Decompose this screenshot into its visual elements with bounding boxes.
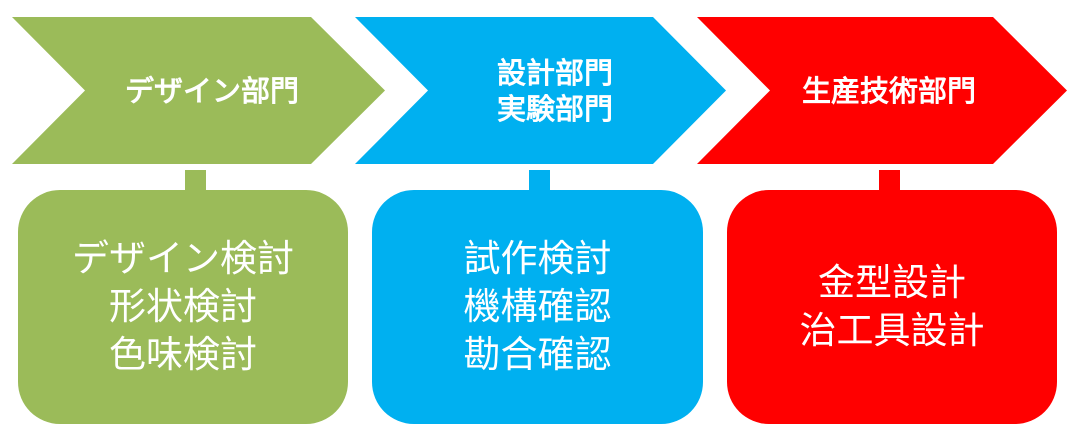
engineering-department-chevron: 設計部門 実験部門 <box>355 17 726 164</box>
connector <box>185 170 206 190</box>
engineering-department-label: 設計部門 実験部門 <box>425 17 685 164</box>
connector <box>879 170 900 190</box>
production-engineering-label: 生産技術部門 <box>759 17 1019 164</box>
design-tasks-box: デザイン検討 形状検討 色味検討 <box>18 190 348 424</box>
task-item: 治工具設計 <box>799 309 985 352</box>
task-item: 勘合確認 <box>463 333 612 376</box>
header-line: 設計部門 <box>496 55 613 90</box>
task-item: 機構確認 <box>463 285 612 328</box>
header-line: デザイン部門 <box>124 73 299 108</box>
task-item: 色味検討 <box>109 333 257 376</box>
design-department-label: デザイン部門 <box>82 17 342 164</box>
header-line: 実験部門 <box>496 91 613 126</box>
chevron-shape <box>355 17 726 164</box>
task-item: デザイン検討 <box>72 237 294 280</box>
task-item: 金型設計 <box>818 261 966 304</box>
engineering-tasks-box: 試作検討 機構確認 勘合確認 <box>372 190 703 424</box>
production-tasks-box: 金型設計 治工具設計 <box>727 190 1057 424</box>
production-engineering-chevron: 生産技術部門 <box>697 17 1067 164</box>
task-item: 試作検討 <box>463 237 612 280</box>
chevron-shape <box>697 17 1067 164</box>
chevron-shape <box>12 17 385 164</box>
task-item: 形状検討 <box>109 285 257 328</box>
design-department-chevron: デザイン部門 <box>12 17 385 164</box>
connector <box>529 170 550 190</box>
header-line: 生産技術部門 <box>801 73 976 108</box>
